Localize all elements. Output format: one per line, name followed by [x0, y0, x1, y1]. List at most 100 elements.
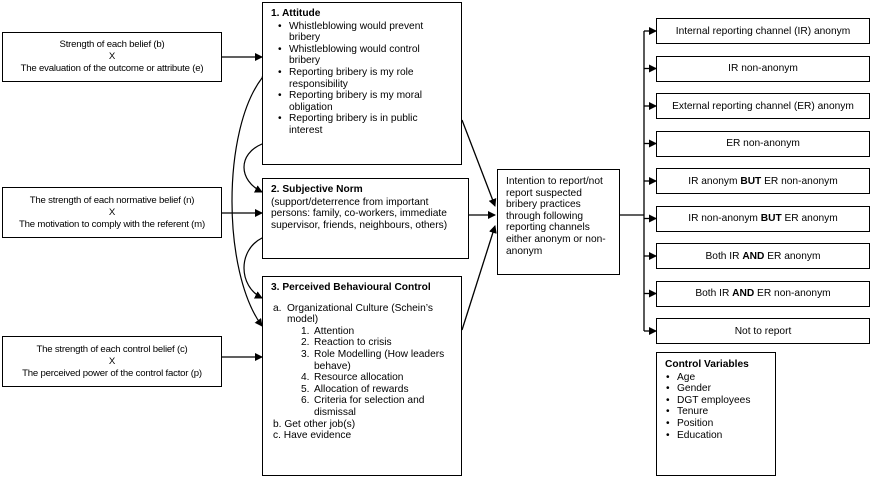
- pbc-a-label: a.: [273, 302, 282, 314]
- outcome-box: ER non-anonym: [656, 130, 870, 157]
- control-variable-item: Education: [666, 430, 769, 442]
- culture-item: 1. Attention: [301, 326, 453, 338]
- outcome-label: Not to report: [735, 326, 792, 337]
- outcome-text: External reporting channel (ER) anonym: [672, 100, 854, 112]
- outcome-text: Internal reporting channel (IR) anonym: [675, 25, 851, 37]
- culture-num: 3.: [301, 348, 310, 360]
- culture-item: 2. Reaction to crisis: [301, 337, 453, 349]
- outcome-label: Both IR AND ER non-anonym: [695, 288, 830, 299]
- outcome-label: Internal reporting channel (IR) anonym: [676, 26, 850, 37]
- culture-item: 5. Allocation of rewards: [301, 384, 453, 396]
- outcome-emphasis: BUT: [740, 175, 762, 187]
- control-variable-item: Tenure: [666, 406, 769, 418]
- outcome-label: IR non-anonym BUT ER anonym: [688, 213, 837, 224]
- control-variable-item: Position: [666, 418, 769, 430]
- culture-text: Attention: [314, 325, 355, 337]
- pbc-b-text: b. Get other job(s): [273, 418, 356, 430]
- outcome-text: ER non-anonym: [754, 288, 831, 299]
- control-power-text: The perceived power of the control facto…: [22, 367, 202, 379]
- belief-strength-text: Strength of each belief (b): [59, 39, 165, 50]
- outcome-text: ER anonym: [781, 213, 838, 224]
- outcome-box: IR non-anonym BUT ER anonym: [656, 205, 870, 232]
- outcome-emphasis: AND: [742, 250, 765, 262]
- control-variable-item: DGT employees: [666, 395, 769, 407]
- culture-num: 5.: [301, 383, 310, 395]
- subjective-norm-title: 2. Subjective Norm: [271, 184, 363, 195]
- control-variable-item: Age: [666, 372, 769, 384]
- outcome-text: Not to report: [734, 325, 792, 337]
- control-variable-item: Gender: [666, 383, 769, 395]
- pbc-c-text: c. Have evidence: [273, 430, 352, 442]
- culture-text: Allocation of rewards: [314, 383, 409, 395]
- attitude-item: Whistleblowing would prevent bribery: [278, 21, 453, 44]
- outcome-text: IR non-anonym: [728, 63, 798, 74]
- outcome-text: Both IR: [705, 250, 743, 262]
- control-variables-title: Control Variables: [665, 359, 749, 370]
- intention-text: Intention to report/not report suspected…: [506, 176, 606, 257]
- multiply-sign: X: [108, 206, 116, 218]
- pbc-list: a. Organizational Culture (Schein’s mode…: [271, 303, 453, 419]
- outcome-box: Internal reporting channel (IR) anonym: [656, 18, 870, 44]
- multiply-sign: X: [108, 51, 116, 62]
- belief-box-attitude: Strength of each belief (b) X The evalua…: [2, 32, 222, 82]
- outcome-label: Both IR AND ER anonym: [706, 251, 821, 262]
- culture-text: Reaction to crisis: [314, 337, 392, 349]
- culture-num: 2.: [301, 337, 310, 349]
- culture-list: 1. Attention 2. Reaction to crisis 3.Role …: [287, 326, 453, 419]
- outcome-text: IR anonym: [688, 175, 741, 187]
- outcome-box: IR non-anonym: [656, 55, 870, 82]
- pbc-culture-item: a. Organizational Culture (Schein’s mode…: [273, 303, 453, 419]
- intention-box: Intention to report/not report suspected…: [497, 169, 620, 275]
- belief-box-normative: The strength of each normative belief (n…: [2, 187, 222, 238]
- culture-text: Criteria for selection and dismissal: [314, 395, 425, 418]
- outcome-box: External reporting channel (ER) anonym: [656, 93, 870, 119]
- attitude-title: 1. Attitude: [271, 8, 321, 19]
- outcome-text: ER anonym: [764, 250, 821, 262]
- pbc-title: 3. Perceived Behavioural Control: [271, 282, 431, 293]
- motivation-text: The motivation to comply with the refere…: [19, 218, 205, 230]
- control-variables-list: Age Gender DGT employees Tenure Position…: [665, 372, 769, 442]
- curve-norm-pbc: [243, 231, 271, 299]
- outcome-box: Not to report: [656, 318, 870, 344]
- attitude-item: Reporting bribery is in public interest: [278, 113, 453, 136]
- attitude-box: 1. Attitude Whistleblowing would prevent…: [262, 2, 462, 165]
- belief-box-control: The strength of each control belief (c) …: [2, 336, 222, 387]
- control-belief-text: The strength of each control belief (c): [36, 343, 188, 355]
- outcome-text: ER non-anonym: [726, 138, 800, 149]
- outcome-box: Both IR AND ER non-anonym: [656, 280, 870, 307]
- outcome-text: ER non-anonym: [761, 175, 838, 187]
- arrow-pbc-to-intention: [461, 225, 497, 331]
- arrow-attitude-to-intention: [461, 119, 497, 207]
- outcome-box: Both IR AND ER anonym: [656, 243, 870, 269]
- subjective-norm-text: (support/deterrence from important perso…: [271, 196, 448, 231]
- outcome-label: ER non-anonym: [726, 138, 800, 149]
- culture-num: 6.: [301, 395, 310, 407]
- attitude-item: Reporting bribery is my moral obligation: [278, 90, 453, 113]
- culture-text: Resource allocation: [314, 372, 404, 384]
- curve-attitude-pbc: [231, 70, 270, 327]
- normative-belief-text: The strength of each normative belief (n…: [29, 194, 195, 206]
- outcome-label: External reporting channel (ER) anonym: [672, 101, 854, 112]
- culture-num: 4.: [301, 372, 310, 384]
- outcome-text: IR non-anonym: [688, 213, 761, 224]
- curve-attitude-norm: [243, 137, 271, 193]
- outcome-branches: [644, 27, 657, 335]
- attitude-item: Reporting bribery is my role responsibil…: [278, 67, 453, 90]
- outcome-box: IR anonym BUT ER non-anonym: [656, 168, 870, 194]
- outcome-text: Both IR: [695, 288, 733, 299]
- culture-item: 3.Role Modelling (How leaders behave): [301, 349, 453, 372]
- pbc-a-text: Organizational Culture (Schein’s model): [287, 302, 433, 326]
- multiply-sign: X: [108, 355, 116, 367]
- outcome-emphasis: AND: [732, 288, 755, 299]
- culture-item: 4. Resource allocation: [301, 372, 453, 384]
- culture-num: 1.: [301, 325, 310, 337]
- outcome-emphasis: BUT: [760, 213, 782, 224]
- control-variables-box: Control Variables Age Gender DGT employe…: [656, 352, 776, 476]
- belief-evaluation-text: The evaluation of the outcome or attribu…: [20, 63, 204, 74]
- culture-item: 6. Criteria for selection and dismissal: [301, 395, 453, 418]
- outcome-label: IR non-anonym: [728, 63, 798, 74]
- attitude-list: Whistleblowing would prevent bribery Whi…: [271, 21, 453, 137]
- attitude-item: Whistleblowing would control bribery: [278, 44, 453, 67]
- pbc-box: 3. Perceived Behavioural Control a. Orga…: [262, 276, 462, 476]
